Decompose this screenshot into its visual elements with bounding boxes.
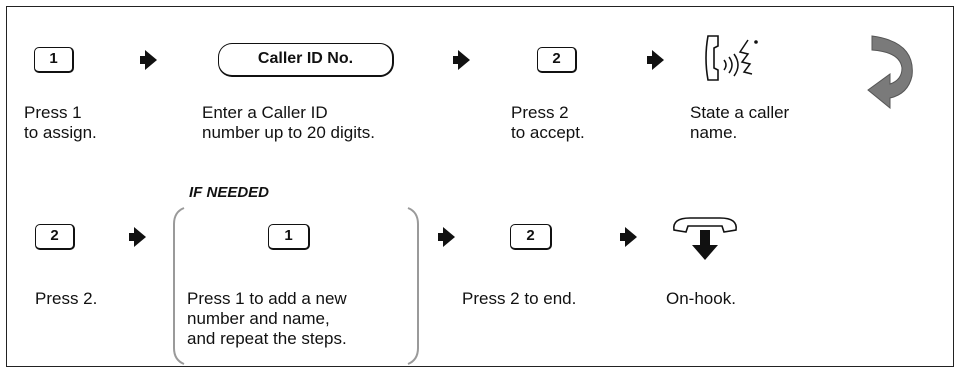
speaking-handset-icon: [705, 35, 758, 81]
flow-arrow-1: [140, 50, 157, 70]
step-text-press-2: Press 2.: [35, 289, 98, 308]
caller-id-no-key: Caller ID No.: [218, 43, 394, 77]
key-2-press: 2: [35, 224, 75, 250]
step-text-state-name: State a caller name.: [690, 103, 790, 142]
key-2-end: 2: [510, 224, 552, 250]
optional-step-brackets: [173, 207, 419, 365]
step-text-on-hook: On-hook.: [666, 289, 736, 308]
diagram-frame: [6, 6, 954, 367]
curved-return-arrow-icon: [867, 35, 913, 110]
step-text-add-new-number: Press 1 to add a new number and name, an…: [187, 289, 347, 348]
key-1-add-new: 1: [268, 224, 310, 250]
step-text-press-2-accept: Press 2 to accept.: [511, 103, 585, 142]
flow-arrow-4: [129, 227, 146, 247]
key-2-accept: 2: [537, 47, 577, 73]
on-hook-handset-icon: [673, 217, 737, 260]
flow-arrow-5: [438, 227, 455, 247]
step-text-press-2-end: Press 2 to end.: [462, 289, 577, 308]
if-needed-label: IF NEEDED: [189, 184, 270, 201]
flow-arrow-6: [620, 227, 637, 247]
step-text-press-1-assign: Press 1 to assign.: [24, 103, 97, 142]
step-text-enter-caller-id: Enter a Caller ID number up to 20 digits…: [202, 103, 375, 142]
flow-arrow-2: [453, 50, 470, 70]
flow-arrow-3: [647, 50, 664, 70]
key-1-assign: 1: [34, 47, 74, 73]
